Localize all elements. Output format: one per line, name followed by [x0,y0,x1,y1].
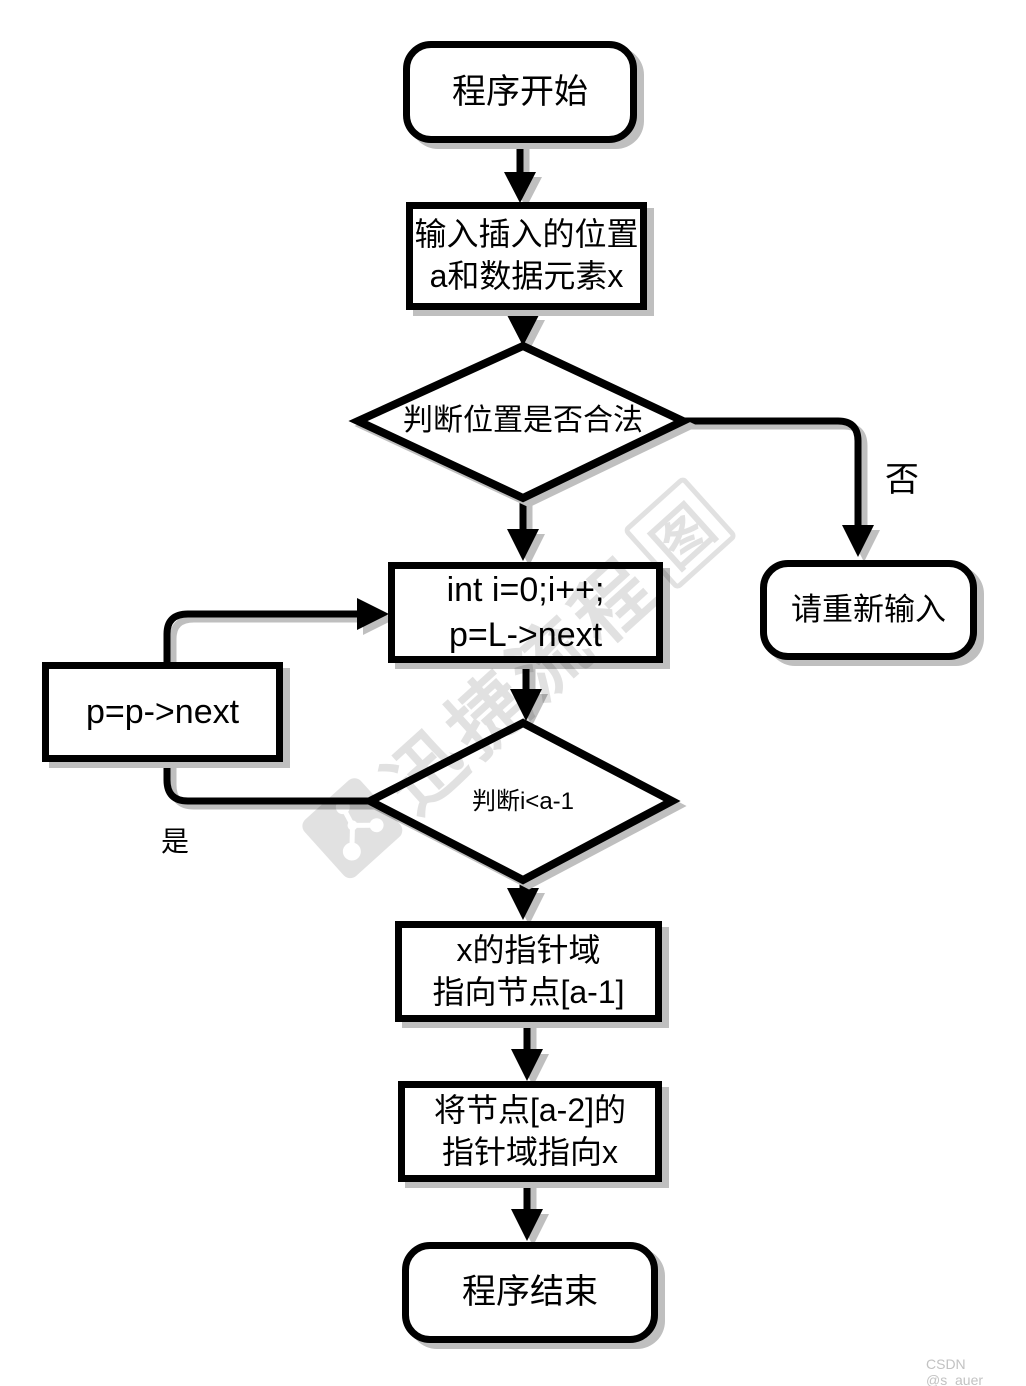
edge-init-to-check-index [510,662,542,721]
watermark: 迅捷流程 图 [283,465,747,899]
node-set-x-line1: x的指针域 [456,931,601,968]
decision-check-index-shape [361,718,681,885]
arrowhead-right-icon [357,598,389,630]
arrowhead-down-icon [507,315,539,346]
edge-check-index-to-set-x [507,880,539,920]
arrowhead-down-icon [842,525,874,557]
edge-input-to-check-position [507,309,539,346]
arrowhead-down-icon [511,1209,543,1241]
node-end-label: 程序结束 [462,1273,598,1312]
label-yes: 是 [160,826,189,858]
arrowhead-down-icon [504,172,536,203]
node-advance-label: p=p->next [85,692,240,731]
node-set-x-line2: 指向节点[a-1] [432,973,625,1010]
node-input: 输入插入的位置 a和数据元素x [406,202,647,310]
edge-set-node-to-end [511,1180,543,1241]
node-init-line2: p=L->next [448,615,603,654]
label-no: 否 [885,460,919,499]
edge-set-x-to-set-node [511,1021,543,1081]
node-input-line2: a和数据元素x [429,258,624,294]
arrowhead-down-icon [511,1049,543,1081]
node-advance: p=p->next [42,662,283,762]
csdn-credit: CSDN @s_auer [926,1356,984,1386]
node-retry-label: 请重新输入 [791,591,946,627]
node-set-x-pointer: x的指针域 指向节点[a-1] [395,921,662,1022]
node-init-line1: int i=0;i++; [446,571,605,610]
node-start: 程序开始 [403,41,637,143]
node-retry: 请重新输入 [760,560,977,660]
node-set-node-pointer: 将节点[a-2]的 指针域指向x [398,1081,662,1182]
edge-start-to-input [504,143,536,203]
edge-check-index-to-advance-yes [163,758,370,805]
decision-check-position-label: 判断位置是否合法 [403,404,643,437]
node-input-line1: 输入插入的位置 [414,216,639,253]
edge-advance-to-init [163,598,389,665]
decision-check-index-label: 判断i<a-1 [471,787,575,815]
node-set-node-line1: 将节点[a-2]的 [433,1091,627,1128]
node-start-label: 程序开始 [452,72,588,111]
decision-check-position-shape [348,341,693,503]
node-set-node-line2: 指针域指向x [441,1133,618,1170]
node-init: int i=0;i++; p=L->next [388,562,663,663]
node-end: 程序结束 [402,1242,658,1343]
arrowhead-down-icon [510,689,542,721]
edge-check-position-to-retry-no [683,417,874,557]
arrowhead-down-icon [507,888,539,920]
watermark-logo-icon [302,778,403,879]
edge-check-position-to-init [507,498,539,561]
arrowhead-down-icon [507,529,539,561]
